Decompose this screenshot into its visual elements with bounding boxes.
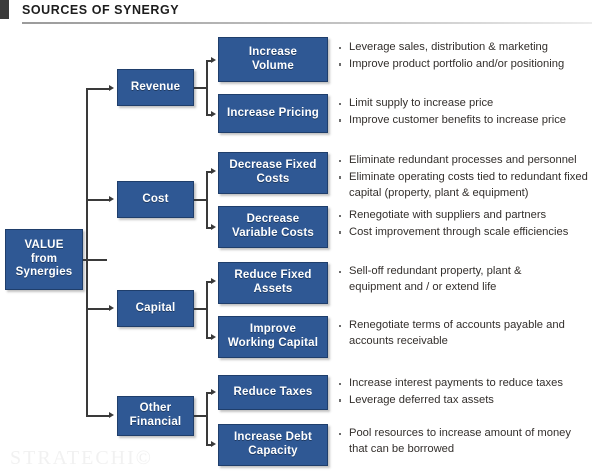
connector-capital-to-reduce-fixed-assets (206, 281, 212, 283)
bullet-item: Leverage deferred tax assets (338, 393, 588, 409)
bullet-item: Leverage sales, distribution & marketing (338, 40, 594, 56)
decrease-fixed-costs-line-2: Costs (256, 173, 290, 185)
bullet-item: Limit supply to increase price (338, 96, 594, 112)
bullet-item: Eliminate redundant processes and person… (338, 153, 588, 169)
header-accent-mark (0, 0, 9, 19)
connector-capital-stub (194, 308, 208, 310)
connector-revenue-to-increase-volume (206, 60, 212, 62)
connector-root-stub (83, 259, 107, 261)
connector-revenue-trunk (206, 60, 208, 115)
connector-cost-trunk (206, 171, 208, 228)
bullets-increase-debt-capacity: Pool resources to increase amount of mon… (338, 426, 582, 459)
increase-volume-line-2: Volume (252, 59, 294, 72)
connector-cost-to-decrease-variable-costs (206, 227, 212, 229)
root-line-3: Synergies (15, 266, 73, 279)
arrow-capital-to-reduce-fixed-assets (211, 278, 216, 284)
bullet-item: Sell-off redundant property, plant & equ… (338, 264, 560, 296)
node-increase-volume: Increase Volume (218, 37, 328, 82)
connector-root-to-revenue (86, 88, 109, 90)
bullet-item: Renegotiate terms of accounts payable an… (338, 318, 582, 350)
arrow-root-to-capital (109, 305, 114, 311)
arrow-cost-to-decrease-fixed-costs (211, 168, 216, 174)
reduce-taxes-label: Reduce Taxes (233, 385, 313, 398)
bullet-item: Improve customer benefits to increase pr… (338, 113, 594, 129)
connector-root-to-other-financial (86, 415, 109, 417)
bullet-item: Improve product portfolio and/or positio… (338, 57, 594, 73)
node-reduce-taxes: Reduce Taxes (218, 375, 328, 410)
arrow-revenue-to-increase-pricing (211, 111, 216, 117)
arrow-cost-to-decrease-variable-costs (211, 224, 216, 230)
connector-other-financial-trunk (206, 392, 208, 445)
connector-other-financial-stub (194, 415, 208, 417)
connector-root-trunk (86, 88, 88, 416)
node-reduce-fixed-assets: Reduce Fixed Assets (218, 262, 328, 304)
connector-other-financial-to-increase-debt-capacity (206, 444, 212, 446)
decrease-fixed-costs-line-1: Decrease Fixed (229, 159, 317, 172)
bullet-item: Increase interest payments to reduce tax… (338, 376, 588, 392)
connector-capital-to-improve-working-capital (206, 337, 212, 339)
bullet-item: Pool resources to increase amount of mon… (338, 426, 582, 458)
bullets-improve-working-capital: Renegotiate terms of accounts payable an… (338, 318, 582, 351)
decrease-variable-costs-line-2: Variable Costs (231, 227, 315, 239)
connector-revenue-to-increase-pricing (206, 114, 212, 116)
arrow-other-financial-to-reduce-taxes (211, 389, 216, 395)
increase-debt-capacity-line-2: Capacity (248, 445, 298, 457)
bullets-increase-volume: Leverage sales, distribution & marketing… (338, 40, 594, 74)
node-decrease-variable-costs: Decrease Variable Costs (218, 206, 328, 248)
arrow-root-to-revenue (109, 85, 114, 91)
bullets-increase-pricing: Limit supply to increase price Improve c… (338, 96, 594, 130)
connector-root-to-cost (86, 199, 109, 201)
node-improve-working-capital: Improve Working Capital (218, 316, 328, 358)
node-increase-debt-capacity: Increase Debt Capacity (218, 424, 328, 466)
revenue-label: Revenue (130, 80, 181, 93)
increase-volume-line-1: Increase (248, 45, 298, 58)
header-divider (22, 22, 592, 24)
connector-other-financial-to-reduce-taxes (206, 392, 212, 394)
connector-revenue-stub (194, 87, 208, 89)
increase-pricing-label: Increase Pricing (226, 106, 320, 119)
increase-debt-capacity-line-1: Increase Debt (233, 431, 313, 444)
other-financial-line-2: Financial (129, 416, 182, 428)
connector-capital-trunk (206, 281, 208, 338)
node-value-from-synergies: VALUE from Synergies (5, 229, 83, 290)
bullets-reduce-taxes: Increase interest payments to reduce tax… (338, 376, 588, 410)
connector-cost-to-decrease-fixed-costs (206, 171, 212, 173)
connector-cost-stub (194, 199, 208, 201)
watermark: STRATECHI© (10, 447, 153, 469)
cost-label: Cost (142, 192, 169, 205)
node-capital: Capital (117, 290, 194, 327)
connector-root-to-capital (86, 308, 109, 310)
bullets-reduce-fixed-assets: Sell-off redundant property, plant & equ… (338, 264, 560, 297)
capital-label: Capital (135, 301, 176, 314)
root-line-1: VALUE (24, 239, 64, 252)
arrow-capital-to-improve-working-capital (211, 334, 216, 340)
bullets-decrease-variable-costs: Renegotiate with suppliers and partners … (338, 208, 594, 242)
node-cost: Cost (117, 181, 194, 218)
arrow-root-to-cost (109, 196, 114, 202)
node-decrease-fixed-costs: Decrease Fixed Costs (218, 152, 328, 194)
root-line-2: from (30, 252, 58, 265)
arrow-revenue-to-increase-volume (211, 57, 216, 63)
bullet-item: Eliminate operating costs tied to redund… (338, 170, 588, 202)
bullets-decrease-fixed-costs: Eliminate redundant processes and person… (338, 153, 588, 203)
node-increase-pricing: Increase Pricing (218, 94, 328, 133)
bullet-item: Renegotiate with suppliers and partners (338, 208, 594, 224)
improve-working-capital-line-2: Working Capital (227, 337, 319, 349)
arrow-root-to-other-financial (109, 412, 114, 418)
node-other-financial: Other Financial (117, 396, 194, 436)
improve-working-capital-line-1: Improve (249, 323, 297, 336)
reduce-fixed-assets-line-1: Reduce Fixed (234, 269, 312, 282)
reduce-fixed-assets-line-2: Assets (253, 283, 293, 295)
header-bar: SOURCES OF SYNERGY (0, 0, 600, 28)
other-financial-line-1: Other (139, 402, 172, 415)
arrow-other-financial-to-increase-debt-capacity (211, 441, 216, 447)
node-revenue: Revenue (117, 69, 194, 106)
page-title: SOURCES OF SYNERGY (22, 3, 180, 17)
bullet-item: Cost improvement through scale efficienc… (338, 225, 594, 241)
decrease-variable-costs-line-1: Decrease (246, 213, 300, 226)
